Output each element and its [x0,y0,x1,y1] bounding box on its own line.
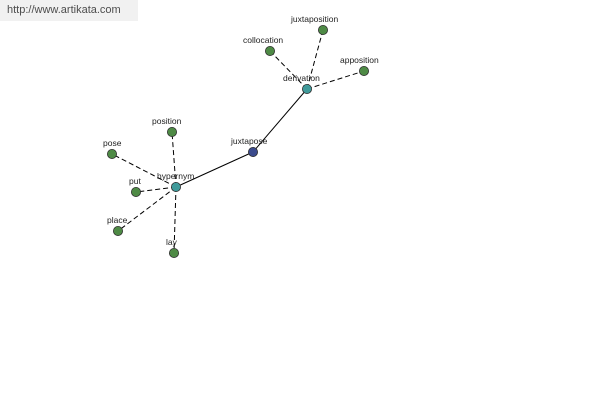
edge-derivation-to-juxtaposition [306,29,324,90]
node-word-collocation[interactable] [264,46,275,57]
node-word-position[interactable] [166,127,177,138]
label-word-pose: pose [103,138,122,148]
edge-hypernym-to-pose [111,153,177,188]
node-word-lay[interactable] [168,247,179,258]
label-relation-hypernym: hypernym [157,171,194,181]
node-word-pose[interactable] [107,148,118,159]
edge-hypernym-to-lay [173,186,177,254]
edge-derivation-to-apposition [306,70,365,90]
node-word-juxtaposition[interactable] [317,24,328,35]
edge-hypernym-to-put [135,186,177,193]
edge-root-to-derivation [252,88,308,153]
edge-derivation-to-collocation [269,50,308,90]
node-word-apposition[interactable] [358,66,369,77]
label-word-lay: lay [166,237,178,247]
node-word-place[interactable] [113,225,124,236]
source-url-link[interactable]: http://www.artikata.com [0,0,138,21]
label-word-place: place [107,215,128,225]
label-word-juxtaposition: juxtaposition [290,14,339,24]
label-relation-derivation: derivation [283,73,320,83]
node-root-juxtapose[interactable] [247,146,258,157]
edge-hypernym-to-position [171,131,177,188]
label-word-collocation: collocation [243,35,283,45]
node-relation-derivation[interactable] [301,84,312,95]
edge-hypernym-to-place [117,186,177,232]
node-relation-hypernym[interactable] [170,181,181,192]
label-word-apposition: apposition [340,55,379,65]
edges-layer [111,29,365,254]
label-word-position: position [152,116,182,126]
edge-root-to-hypernym [175,151,254,188]
labels-layer: juxtapose hypernym position pose put place lay… [103,14,379,247]
label-word-put: put [129,176,141,186]
node-word-put[interactable] [130,186,141,197]
nodes-layer [107,24,369,258]
label-root: juxtapose [230,136,268,146]
